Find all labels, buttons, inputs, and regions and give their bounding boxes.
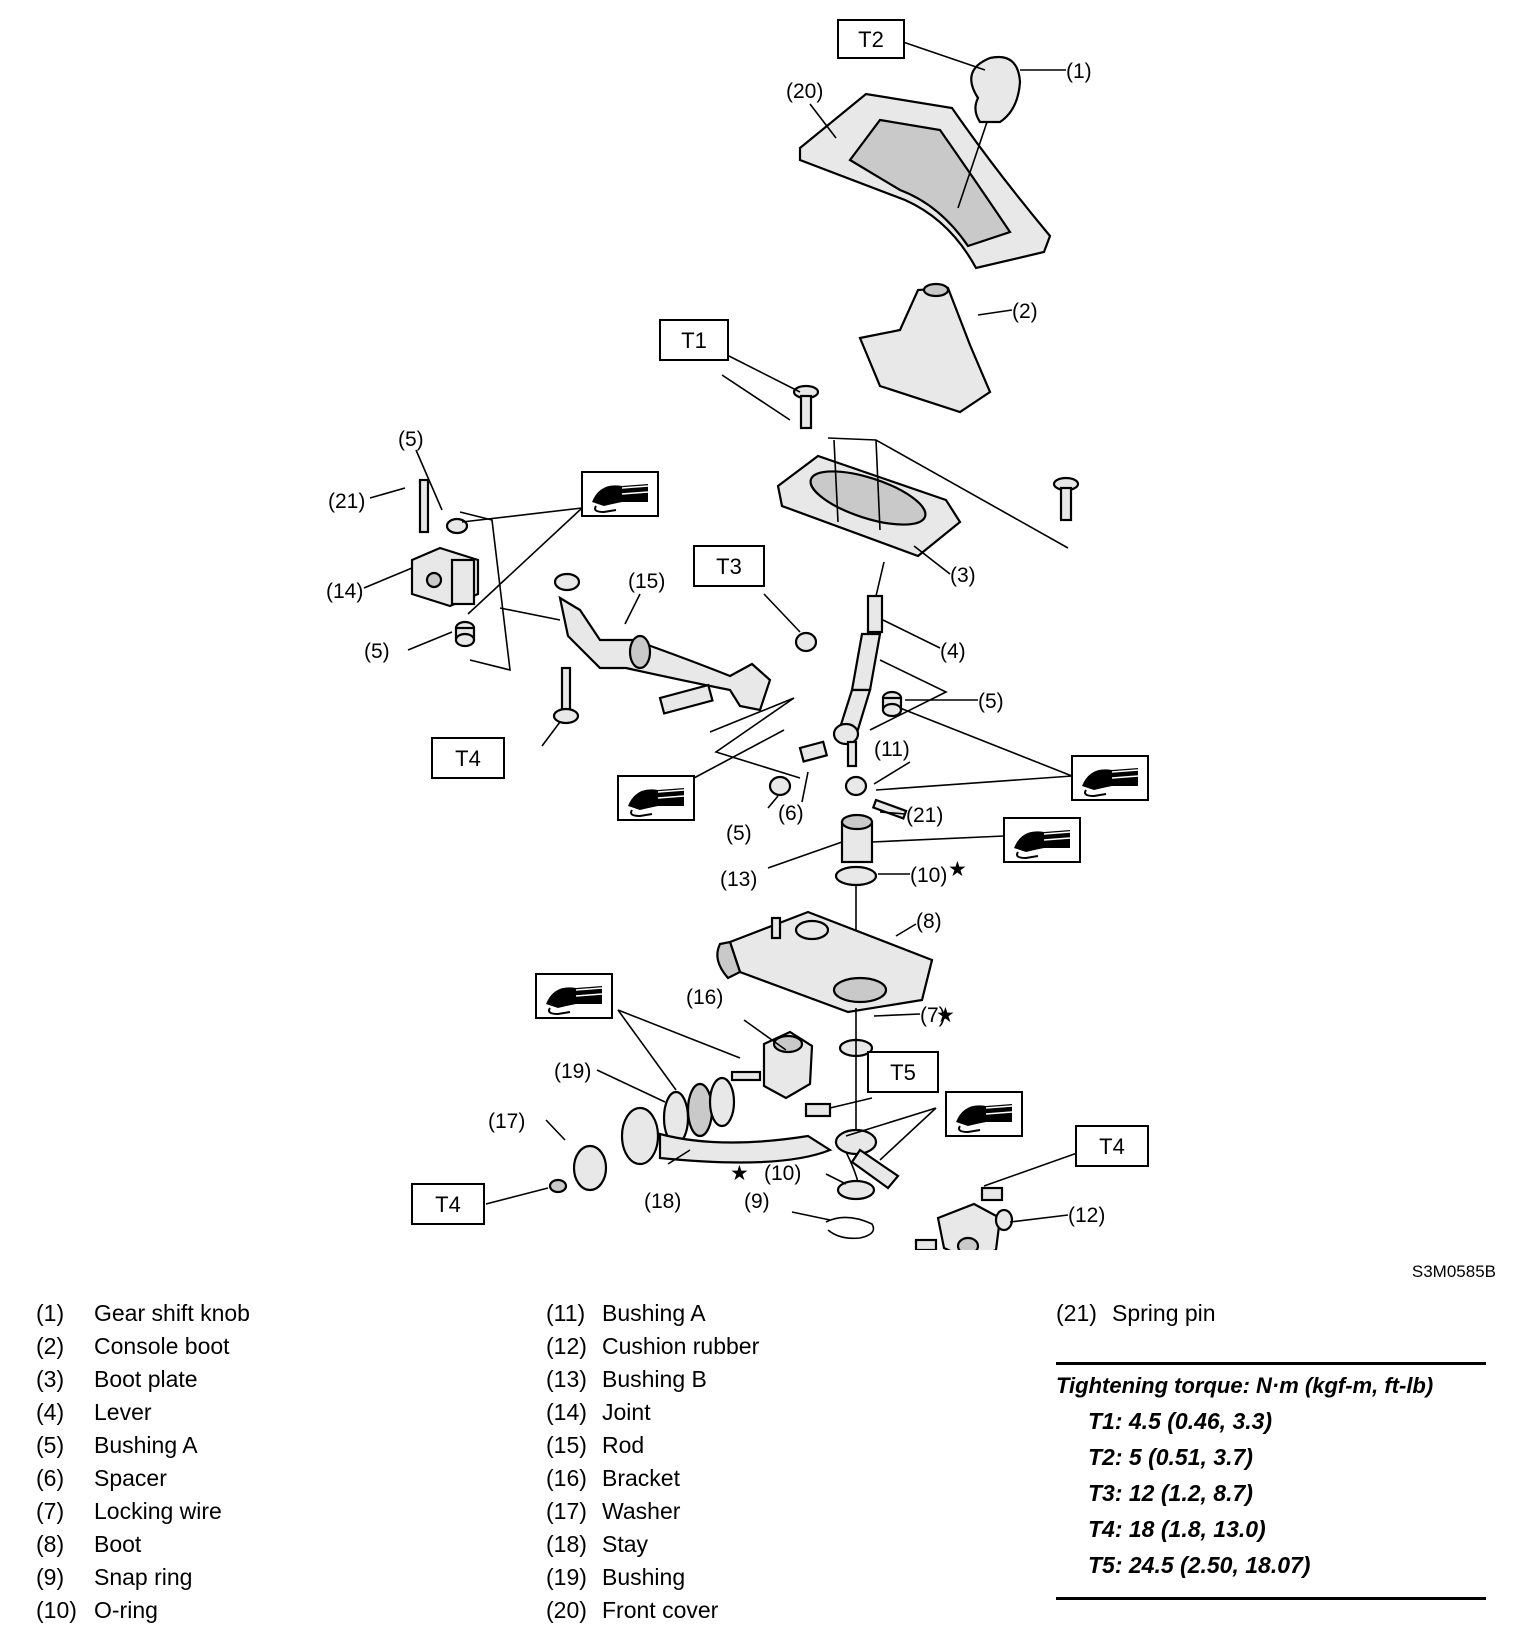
callout: (18) (644, 1190, 681, 1213)
callout: (11) (874, 738, 910, 761)
star-icon: ★ (948, 858, 967, 881)
legend-item: (5)Bushing A (36, 1432, 198, 1458)
legend-item: (15)Rod (546, 1432, 645, 1458)
torque-row: T2: 5 (0.51, 3.7) (1088, 1444, 1253, 1470)
boot-plate-part (776, 437, 1069, 558)
lever-part (832, 561, 948, 768)
legend-column-1: (1)Gear shift knob (2)Console boot (3)Bo… (36, 1300, 516, 1630)
legend-item: (12)Cushion rubber (546, 1333, 760, 1359)
figure-code: S3M0585B (1411, 1262, 1496, 1281)
grease-can-icon (581, 471, 659, 517)
callout: (5) (726, 822, 752, 845)
legend-item: (16)Bracket (546, 1465, 680, 1491)
callout: (5) (364, 640, 390, 663)
legend-item: (19)Bushing (546, 1564, 686, 1590)
callout: (4) (940, 640, 966, 663)
grease-can-icon (945, 1091, 1023, 1137)
svg-text:T5: T5 (890, 1060, 916, 1085)
console-boot-part (858, 282, 992, 414)
callout: (8) (916, 910, 942, 933)
svg-text:T1: T1 (681, 328, 707, 353)
torque-box-t3: T3 (693, 545, 765, 587)
callout: (1) (1066, 60, 1092, 83)
callout: (16) (686, 986, 723, 1009)
legend-item: (2)Console boot (36, 1333, 230, 1359)
svg-text:T4: T4 (435, 1192, 461, 1217)
legend-item: (9)Snap ring (36, 1564, 193, 1590)
svg-text:T4: T4 (455, 746, 481, 771)
callout: (14) (326, 580, 363, 603)
torque-box-t4: T4 (431, 737, 505, 779)
star-icon: ★ (730, 1162, 749, 1185)
rod-part (499, 572, 818, 779)
torque-row: T4: 18 (1.8, 13.0) (1088, 1516, 1266, 1542)
legend-item: (7)Locking wire (36, 1498, 222, 1524)
svg-text:T2: T2 (858, 27, 884, 52)
part-callouts: (1) (2) (3) (4) (5) (5) (5) (5) (6) (7) … (326, 60, 1105, 1227)
legend-item: (11)Bushing A (546, 1300, 706, 1326)
callout: (6) (778, 802, 804, 825)
screw-part (792, 384, 1080, 522)
callout: (10) (910, 864, 947, 887)
callout: (7) (920, 1004, 946, 1027)
grease-can-icon (1003, 817, 1081, 863)
leader-lines (363, 41, 1081, 1223)
callout: (9) (744, 1190, 770, 1213)
callout: (15) (628, 570, 665, 593)
legend-item: (13)Bushing B (546, 1366, 707, 1392)
torque-box-t5: T5 (867, 1051, 939, 1093)
torque-row: T1: 4.5 (0.46, 3.3) (1088, 1408, 1273, 1434)
bushing-b-part (840, 813, 874, 864)
callout: (13) (720, 868, 757, 891)
callout: (20) (786, 80, 823, 103)
torque-box-t1: T1 (659, 319, 729, 361)
legend-item: (8)Boot (36, 1531, 142, 1557)
parts-legend: (1)Gear shift knob (2)Console boot (3)Bo… (36, 1300, 1506, 1630)
svg-text:T3: T3 (716, 554, 742, 579)
callout: (21) (328, 490, 365, 513)
legend-item: (3)Boot plate (36, 1366, 198, 1392)
legend-item: (10)O-ring (36, 1597, 158, 1623)
callout: (10) (764, 1162, 801, 1185)
grease-can-icon (617, 775, 695, 821)
legend-item: (6)Spacer (36, 1465, 167, 1491)
torque-table-title: Tightening torque: N·m (kgf-m, ft-lb) (1056, 1373, 1434, 1398)
cushion-rubber-part (914, 1186, 1014, 1250)
torque-row: T5: 24.5 (2.50, 18.07) (1088, 1552, 1311, 1578)
torque-box-t4: T4 (411, 1183, 485, 1225)
torque-box-t4: T4 (1075, 1125, 1149, 1167)
grease-can-icon (1071, 755, 1149, 801)
legend-item: (18)Stay (546, 1531, 649, 1557)
gear-shift-knob-part (957, 55, 1022, 209)
callout: (5) (398, 428, 424, 451)
legend-item: (4)Lever (36, 1399, 152, 1425)
callout: (12) (1068, 1204, 1105, 1227)
legend-column-3: (21)Spring pin (1056, 1300, 1496, 1333)
joint-part (410, 478, 511, 672)
boot-part (716, 910, 934, 1014)
legend-column-2: (11)Bushing A (12)Cushion rubber (13)Bus… (546, 1300, 1026, 1630)
front-cover-part (798, 92, 1052, 270)
torque-box-t2: T2 (837, 19, 905, 59)
callout: (21) (906, 804, 943, 827)
svg-text:T4: T4 (1099, 1134, 1125, 1159)
legend-item: (17)Washer (546, 1498, 681, 1524)
legend-item: (1)Gear shift knob (36, 1300, 250, 1326)
callout: (17) (488, 1110, 525, 1133)
exploded-view-diagram: T2 T1 T3 T4 T5 T4 T4 (1) (2) (3) (4) (5)… (326, 19, 1149, 1250)
bushing-part (662, 1076, 736, 1146)
legend-item: (20)Front cover (546, 1597, 719, 1623)
callout: (2) (1012, 300, 1038, 323)
grease-can-icon (535, 973, 613, 1019)
bracket-part (730, 1030, 832, 1118)
legend-item: (21)Spring pin (1056, 1300, 1216, 1326)
callout: (19) (554, 1060, 591, 1083)
tightening-torque-table: Tightening torque: N·m (kgf-m, ft-lb) T1… (1056, 1362, 1486, 1600)
torque-row: T3: 12 (1.2, 8.7) (1088, 1480, 1253, 1506)
star-icon: ★ (936, 1004, 955, 1027)
callout: (5) (978, 690, 1004, 713)
legend-item: (14)Joint (546, 1399, 651, 1425)
callout: (3) (950, 564, 976, 587)
